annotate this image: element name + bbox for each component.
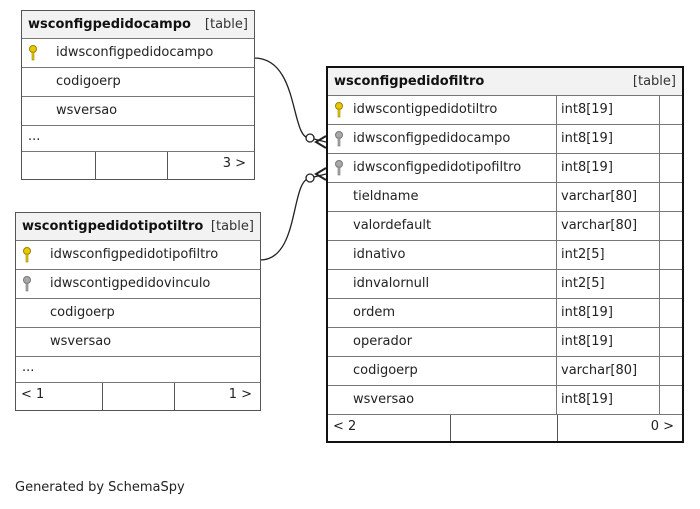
column-row[interactable]: idwsconfigpedidotipofiltro int8[19] xyxy=(328,154,682,183)
footer-divider xyxy=(557,415,558,441)
column-row[interactable]: idwscontigpedidovinculo xyxy=(16,270,260,299)
table-header: wscontigpedidotipotiltro [table] xyxy=(16,213,260,241)
table-wsconfigpedidofiltro[interactable]: wsconfigpedidofiltro [table] idwscontigp… xyxy=(326,66,684,443)
column-name: idwscontigpedidovinculo xyxy=(50,276,211,291)
table-tag: [table] xyxy=(632,74,676,89)
foreign-key-icon xyxy=(22,276,32,292)
table-header: wsconfigpedidocampo [table] xyxy=(22,11,254,39)
footer-divider xyxy=(102,383,103,410)
column-name: idnativo xyxy=(353,247,406,262)
column-name: codigoerp xyxy=(56,74,121,89)
parents-count[interactable]: < 2 xyxy=(333,419,357,434)
table-header: wsconfigpedidofiltro [table] xyxy=(328,68,682,96)
column-row[interactable]: idwsconfigpedidocampo int8[19] xyxy=(328,125,682,154)
table-footer: 3 > xyxy=(22,152,254,179)
column-name: ordem xyxy=(353,305,395,320)
column-name: idwsconfigpedidocampo xyxy=(56,45,214,60)
footer-divider xyxy=(450,415,451,441)
column-row[interactable]: idwsconfigpedidocampo xyxy=(22,39,254,68)
primary-key-icon xyxy=(28,45,38,61)
table-tag: [table] xyxy=(210,219,254,234)
column-name: tieldname xyxy=(353,189,419,204)
column-name: valordefault xyxy=(353,218,432,233)
column-type: int8[19] xyxy=(556,328,613,356)
column-name: wsversao xyxy=(50,334,112,349)
column-row[interactable]: wsversao xyxy=(22,97,254,126)
column-type: int8[19] xyxy=(556,386,613,414)
relationship-optional-marker xyxy=(305,133,315,143)
column-row[interactable]: codigoerp xyxy=(16,299,260,328)
column-type: int8[19] xyxy=(556,154,613,182)
table-wsconfigpedidocampo[interactable]: wsconfigpedidocampo [table] idwsconfigpe… xyxy=(21,10,255,180)
column-type: int8[19] xyxy=(556,96,613,124)
more-columns-ellipsis: ... xyxy=(22,126,254,152)
relationship-line-tipo xyxy=(259,173,327,261)
column-name: codigoerp xyxy=(353,363,418,378)
column-row[interactable]: idnvalornull int2[5] xyxy=(328,270,682,299)
column-row[interactable]: idwsconfigpedidotipofiltro xyxy=(16,241,260,270)
column-type: int2[5] xyxy=(556,270,605,298)
column-row[interactable]: codigoerp varchar[80] xyxy=(328,357,682,386)
table-name: wscontigpedidotipotiltro xyxy=(22,219,204,234)
primary-key-icon xyxy=(334,102,344,118)
column-name: idnvalornull xyxy=(353,276,430,291)
column-type: varchar[80] xyxy=(556,212,637,240)
column-name: idwsconfigpedidocampo xyxy=(353,131,511,146)
table-footer: < 2 0 > xyxy=(328,415,682,441)
footer-divider xyxy=(174,383,175,410)
foreign-key-icon xyxy=(334,131,344,147)
column-type: int8[19] xyxy=(556,125,613,153)
column-row[interactable]: tieldname varchar[80] xyxy=(328,183,682,212)
column-type: varchar[80] xyxy=(556,357,637,385)
column-name: wsversao xyxy=(353,392,415,407)
table-wsconfigpedidotipofiltro[interactable]: wscontigpedidotipotiltro [table] idwscon… xyxy=(15,212,261,411)
generated-by-credit: Generated by SchemaSpy xyxy=(15,480,185,495)
footer-divider xyxy=(167,152,168,179)
children-count[interactable]: 1 > xyxy=(228,387,252,402)
column-type: int2[5] xyxy=(556,241,605,269)
column-row[interactable]: valordefault varchar[80] xyxy=(328,212,682,241)
column-name: idwscontigpedidotiltro xyxy=(353,102,498,117)
column-type: int8[19] xyxy=(556,299,613,327)
relationship-optional-marker xyxy=(305,173,315,183)
relationship-crowfoot xyxy=(314,167,327,181)
table-footer: < 1 1 > xyxy=(16,383,260,410)
children-count[interactable]: 3 > xyxy=(222,156,246,171)
column-name: wsversao xyxy=(56,103,118,118)
column-row[interactable]: idwscontigpedidotiltro int8[19] xyxy=(328,96,682,125)
column-name: operador xyxy=(353,334,413,349)
parents-count[interactable]: < 1 xyxy=(21,387,45,402)
table-name: wsconfigpedidofiltro xyxy=(334,74,485,89)
more-columns-ellipsis: ... xyxy=(16,357,260,383)
column-name: idwsconfigpedidotipofiltro xyxy=(353,160,522,175)
children-count[interactable]: 0 > xyxy=(650,419,674,434)
table-name: wsconfigpedidocampo xyxy=(28,17,191,32)
column-row[interactable]: wsversao xyxy=(16,328,260,357)
relationship-line-campo xyxy=(253,57,327,143)
column-row[interactable]: codigoerp xyxy=(22,68,254,97)
column-name: idwsconfigpedidotipofiltro xyxy=(50,247,219,262)
primary-key-icon xyxy=(22,247,32,263)
column-type: varchar[80] xyxy=(556,183,637,211)
column-row[interactable]: idnativo int2[5] xyxy=(328,241,682,270)
footer-divider xyxy=(95,152,96,179)
column-name: codigoerp xyxy=(50,305,115,320)
relationship-crowfoot xyxy=(314,135,327,149)
table-tag: [table] xyxy=(204,17,248,32)
column-row[interactable]: ordem int8[19] xyxy=(328,299,682,328)
column-row[interactable]: operador int8[19] xyxy=(328,328,682,357)
foreign-key-icon xyxy=(334,160,344,176)
column-row[interactable]: wsversao int8[19] xyxy=(328,386,682,415)
